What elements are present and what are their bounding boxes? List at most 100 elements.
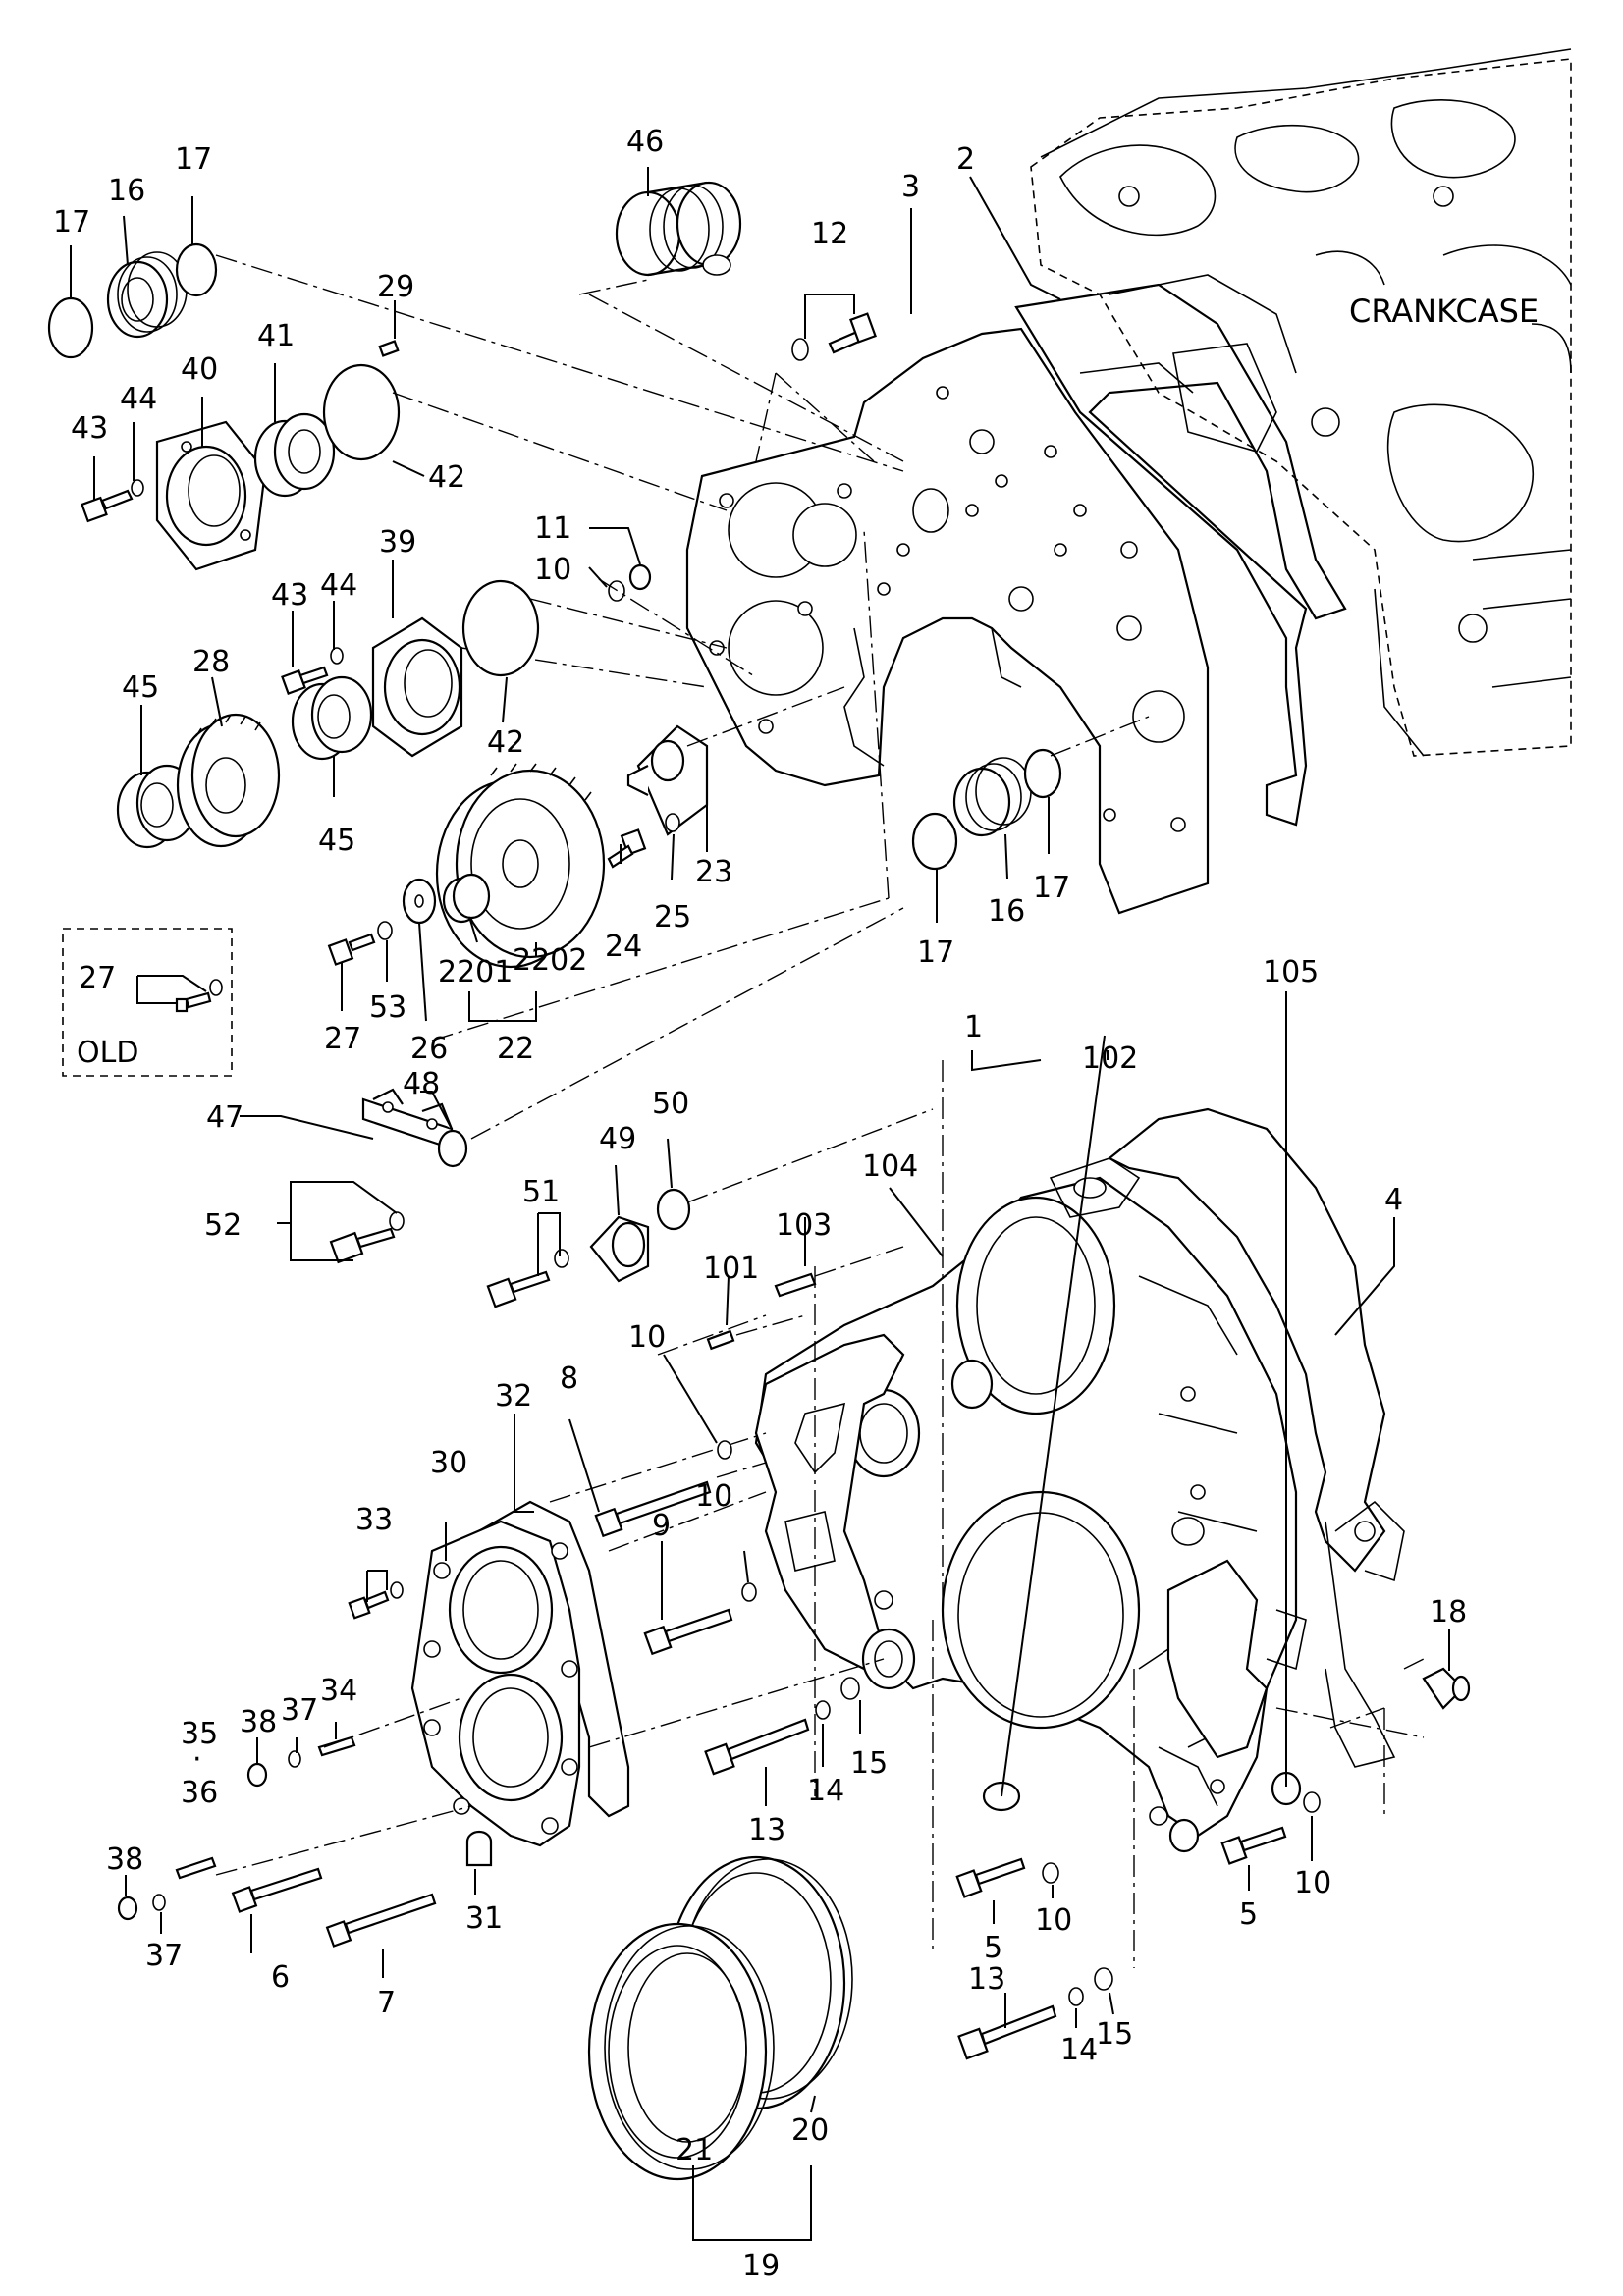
callout-43-a: 43 — [71, 411, 108, 446]
callout-5-b: 5 — [1239, 1897, 1258, 1932]
bolt-51 — [486, 1249, 569, 1308]
plate-3-holes — [709, 386, 1186, 832]
washer-10-bottom-left — [1042, 1862, 1059, 1884]
shaft-23 — [626, 724, 709, 836]
callout-10-e: 10 — [1294, 1866, 1331, 1900]
callout-32: 32 — [495, 1379, 532, 1414]
callout-14-a: 14 — [807, 1774, 844, 1808]
callout-2: 2 — [956, 142, 975, 177]
bolt-27 — [327, 933, 376, 966]
callout-17-d: 17 — [1033, 871, 1070, 905]
callout-34: 34 — [320, 1674, 357, 1708]
seal-16-top — [106, 251, 188, 339]
callout-52: 52 — [204, 1208, 242, 1243]
bolt-43-mid — [281, 647, 344, 695]
callout-38-b: 38 — [106, 1842, 143, 1877]
callout-30: 30 — [430, 1446, 467, 1480]
callout-40: 40 — [181, 352, 218, 387]
o-ring-17-left — [47, 296, 94, 359]
callout-27-a: 27 — [79, 961, 116, 995]
washer-14-upper — [815, 1700, 831, 1720]
callout-16-b: 16 — [988, 894, 1025, 929]
o-ring-42-top — [322, 363, 401, 461]
callout-49: 49 — [599, 1122, 636, 1156]
callout-13-a: 13 — [748, 1813, 785, 1847]
o-ring-48 — [437, 1129, 468, 1168]
callout-36: 36 — [181, 1776, 218, 1810]
cap-49 — [589, 1215, 650, 1283]
old-label: OLD — [77, 1036, 138, 1070]
sensor-18 — [1422, 1667, 1471, 1710]
callout-16-a: 16 — [108, 174, 145, 208]
bolt-43-top — [81, 479, 144, 523]
crankcase-outline — [1030, 48, 1572, 757]
callout-102: 102 — [1082, 1041, 1138, 1076]
callout-26: 26 — [410, 1032, 448, 1066]
callout-3: 3 — [901, 170, 920, 204]
o-ring-17-right — [1023, 748, 1062, 799]
callout-31: 31 — [465, 1901, 503, 1936]
plate-3 — [685, 327, 1210, 915]
callout-21: 21 — [676, 2133, 713, 2167]
bolt-52 — [329, 1211, 405, 1264]
callout-17-b: 17 — [175, 142, 212, 177]
callout-104: 104 — [862, 1149, 918, 1184]
bolt-8 — [594, 1480, 712, 1538]
o-ring-17-mid — [911, 812, 958, 871]
callout-19: 19 — [742, 2249, 780, 2283]
callout-2202: 2202 — [513, 943, 587, 978]
washer-15-upper — [840, 1677, 860, 1700]
callout-5-a: 5 — [984, 1931, 1002, 1965]
callout-35: 35 — [181, 1717, 218, 1751]
callout-39: 39 — [379, 525, 416, 560]
washer-26 — [402, 878, 437, 925]
callout-10-b: 10 — [628, 1320, 666, 1355]
callout-53: 53 — [369, 990, 406, 1025]
o-ring-42-mid — [461, 579, 540, 677]
washer-14-lower — [1068, 1987, 1084, 2006]
callout-20: 20 — [791, 2113, 829, 2148]
callout-44-a: 44 — [120, 382, 157, 416]
pulley-46 — [615, 181, 742, 277]
bolt-9 — [643, 1608, 733, 1656]
washer-10-mid — [717, 1440, 732, 1460]
callout-18: 18 — [1430, 1595, 1467, 1629]
bolt-13-upper — [704, 1718, 810, 1776]
washer-15-lower — [1094, 1967, 1113, 1991]
gear-28 — [176, 713, 281, 848]
callout-28: 28 — [192, 645, 230, 679]
washer-10-lower — [741, 1582, 757, 1602]
stud-103 — [774, 1272, 817, 1298]
callout-12: 12 — [811, 217, 848, 251]
stud-36 — [175, 1856, 217, 1880]
callout-37-a: 37 — [281, 1693, 318, 1728]
callout-10-a: 10 — [534, 553, 571, 587]
gasket-2 — [1014, 283, 1347, 827]
callout-14-b: 14 — [1060, 2033, 1098, 2067]
callout-50: 50 — [652, 1087, 689, 1121]
callout-48: 48 — [403, 1067, 440, 1101]
callout-17-a: 17 — [53, 205, 90, 240]
callout-22: 22 — [497, 1032, 534, 1066]
callout-dot: · — [192, 1742, 202, 1777]
callout-15-b: 15 — [1096, 2017, 1133, 2052]
callout-37-b: 37 — [145, 1939, 183, 1973]
washer-37-upper — [288, 1750, 301, 1768]
bolt-5-left — [955, 1857, 1026, 1898]
callout-44-b: 44 — [320, 568, 357, 603]
nut-38-lower — [117, 1896, 138, 1921]
housing-39 — [371, 616, 463, 758]
callout-11: 11 — [534, 511, 571, 546]
old-variant-box: OLD — [62, 928, 233, 1077]
callout-10-d: 10 — [1035, 1903, 1072, 1938]
callout-6: 6 — [271, 1960, 290, 1995]
washer-37-lower — [152, 1894, 166, 1911]
callout-45-b: 45 — [318, 824, 355, 858]
bolt-7 — [325, 1893, 437, 1948]
callout-46: 46 — [626, 125, 664, 159]
callout-38-a: 38 — [240, 1705, 277, 1739]
pin-101 — [706, 1329, 735, 1351]
callout-45-a: 45 — [122, 670, 159, 705]
bolt-12 — [791, 312, 877, 361]
